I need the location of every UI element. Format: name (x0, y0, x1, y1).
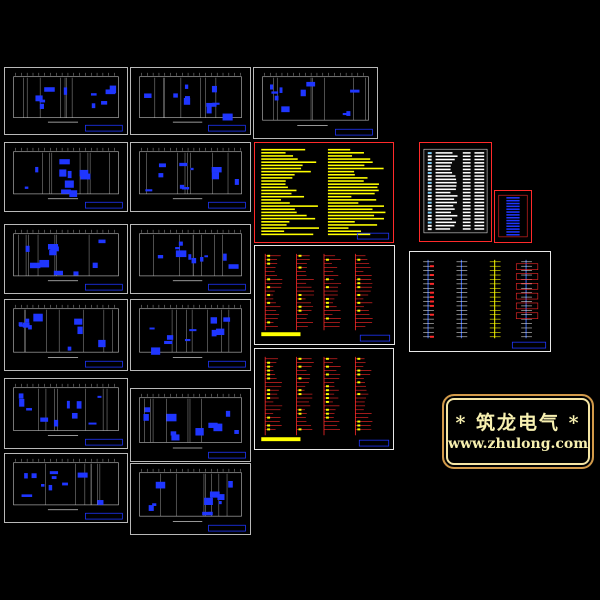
plan-drawing (13, 458, 123, 520)
wiring-drawing (261, 356, 390, 447)
plan-drawing (139, 393, 246, 459)
sheet-plan-7[interactable] (130, 224, 251, 294)
plan-drawing (13, 383, 123, 446)
plan-drawing (139, 468, 246, 532)
plan-drawing (13, 304, 123, 368)
sheet-riser-diagram[interactable] (409, 251, 551, 352)
logo-url-text: www.zhulong.com (447, 436, 589, 452)
sheet-plan-12[interactable] (4, 453, 128, 523)
sheet-plan-11[interactable] (130, 388, 251, 462)
zhulong-watermark-logo: * 筑龙电气 * www.zhulong.com (442, 394, 594, 469)
sheet-small-schedule[interactable] (494, 190, 532, 243)
schedule-drawing (498, 194, 528, 238)
plan-drawing (139, 304, 246, 368)
sheet-equipment-legend[interactable] (419, 142, 492, 242)
plan-drawing (139, 147, 246, 209)
plan-drawing (262, 72, 373, 136)
sheet-plan-1[interactable] (4, 67, 128, 135)
sheet-plan-10[interactable] (4, 378, 128, 449)
plan-drawing (13, 147, 123, 209)
sheet-distribution-diagram-1[interactable] (254, 245, 395, 345)
notes-drawing (261, 148, 390, 240)
sheet-plan-5[interactable] (130, 142, 251, 212)
sheet-plan-8[interactable] (4, 299, 128, 371)
sheet-plan-4[interactable] (4, 142, 128, 212)
sheet-plan-6[interactable] (4, 224, 128, 294)
plan-drawing (139, 229, 246, 291)
sheet-plan-3[interactable] (253, 67, 378, 139)
sheet-distribution-diagram-2[interactable] (254, 348, 394, 450)
wiring-drawing (261, 253, 391, 342)
sheet-plan-2[interactable] (130, 67, 251, 135)
sheet-plan-13[interactable] (130, 463, 251, 535)
logo-brand-text: * 筑龙电气 * (455, 412, 581, 434)
plan-drawing (13, 229, 123, 291)
sheet-design-notes[interactable] (254, 142, 394, 243)
legend-table-drawing (423, 148, 488, 234)
plan-drawing (139, 72, 246, 132)
sheet-plan-9[interactable] (130, 299, 251, 371)
plan-drawing (13, 72, 123, 132)
riser-drawing (423, 259, 547, 349)
